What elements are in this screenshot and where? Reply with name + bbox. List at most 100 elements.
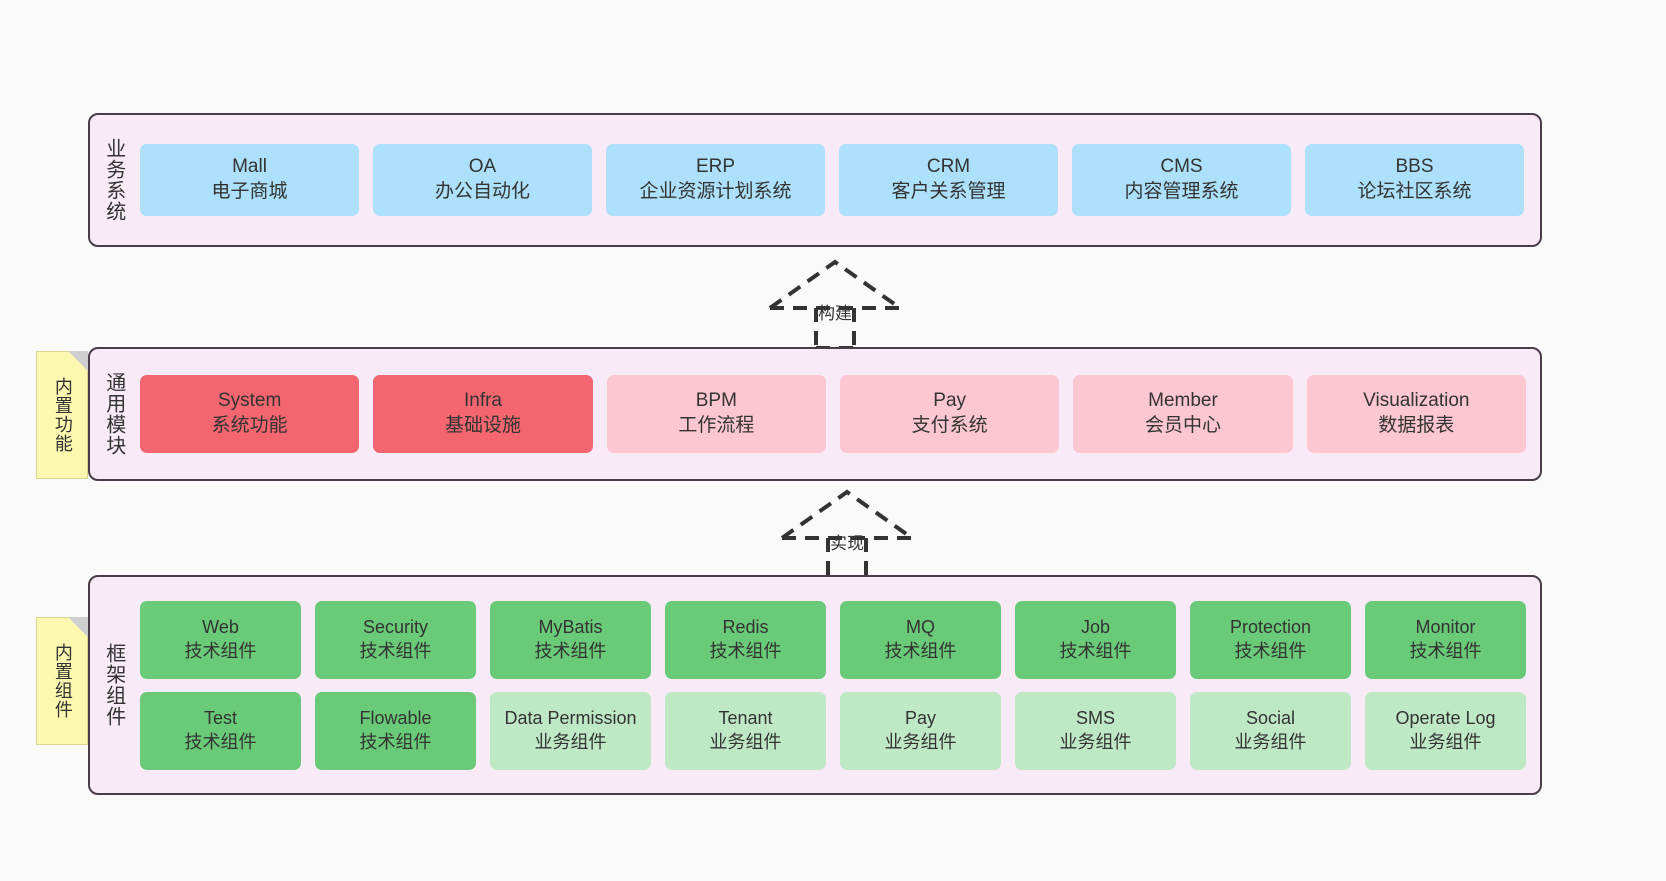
node-title: Security bbox=[362, 617, 429, 638]
node-subtitle: 技术组件 bbox=[884, 640, 957, 661]
node-tenant[interactable]: Tenant 业务组件 bbox=[665, 691, 826, 770]
node-subtitle: 业务组件 bbox=[1409, 731, 1482, 752]
node-subtitle: 技术组件 bbox=[1059, 640, 1132, 661]
layer-title-common-modules: 通用模块 bbox=[102, 372, 125, 456]
node-test[interactable]: Test 技术组件 bbox=[140, 691, 301, 770]
node-subtitle: 工作流程 bbox=[678, 415, 755, 436]
node-web[interactable]: Web 技术组件 bbox=[140, 600, 301, 679]
node-title: System bbox=[217, 390, 282, 412]
node-subtitle: 企业资源计划系统 bbox=[639, 181, 792, 202]
node-subtitle: 业务组件 bbox=[884, 731, 957, 752]
node-subtitle: 业务组件 bbox=[709, 731, 782, 752]
node-visualization[interactable]: Visualization 数据报表 bbox=[1306, 375, 1526, 453]
note-builtin-component: 内置组件 bbox=[36, 617, 88, 745]
node-title: Pay bbox=[904, 708, 937, 729]
node-title: Mall bbox=[232, 156, 267, 178]
node-subtitle: 技术组件 bbox=[359, 640, 432, 661]
node-title: Member bbox=[1148, 390, 1218, 412]
node-pay-business[interactable]: Pay 业务组件 bbox=[840, 691, 1001, 770]
note-label: 内置功能 bbox=[52, 377, 73, 453]
generalization-arrow-realize-icon: 实现 bbox=[772, 488, 922, 580]
node-title: BPM bbox=[695, 390, 737, 412]
layer-row: Web 技术组件 Security 技术组件 MyBatis 技术组件 Redi… bbox=[140, 600, 1526, 679]
node-pay[interactable]: Pay 支付系统 bbox=[839, 375, 1060, 453]
node-redis[interactable]: Redis 技术组件 bbox=[665, 600, 826, 679]
layer-common-modules: 通用模块 System 系统功能 Infra 基础设施 BPM 工作流程 Pay… bbox=[88, 347, 1542, 481]
node-subtitle: 电子商城 bbox=[211, 181, 288, 202]
node-infra[interactable]: Infra 基础设施 bbox=[373, 375, 593, 453]
node-subtitle: 基础设施 bbox=[444, 415, 521, 436]
layer-row: Test 技术组件 Flowable 技术组件 Data Permission … bbox=[140, 691, 1526, 770]
layer-row: System 系统功能 Infra 基础设施 BPM 工作流程 Pay 支付系统… bbox=[140, 375, 1526, 453]
node-title: Redis bbox=[722, 617, 769, 638]
node-subtitle: 技术组件 bbox=[1234, 640, 1307, 661]
node-subtitle: 支付系统 bbox=[911, 415, 988, 436]
node-title: MyBatis bbox=[538, 617, 603, 638]
node-title: BBS bbox=[1395, 156, 1434, 178]
node-subtitle: 业务组件 bbox=[1059, 731, 1132, 752]
layer-title-business-systems: 业务系统 bbox=[102, 138, 125, 222]
note-builtin-feature: 内置功能 bbox=[36, 351, 88, 479]
node-mall[interactable]: Mall 电子商城 bbox=[140, 144, 359, 216]
layer-business-systems: 业务系统 Mall 电子商城 OA 办公自动化 ERP 企业资源计划系统 CRM… bbox=[88, 113, 1542, 247]
node-title: Social bbox=[1245, 708, 1296, 729]
node-title: Flowable bbox=[359, 708, 432, 729]
node-title: Pay bbox=[933, 390, 967, 412]
layer-body-business-systems: Mall 电子商城 OA 办公自动化 ERP 企业资源计划系统 CRM 客户关系… bbox=[136, 115, 1540, 245]
node-subtitle: 技术组件 bbox=[184, 731, 257, 752]
node-title: Infra bbox=[463, 390, 502, 412]
node-title: CRM bbox=[926, 156, 971, 178]
layer-framework-components: 框架组件 Web 技术组件 Security 技术组件 MyBatis 技术组件… bbox=[88, 575, 1542, 795]
node-job[interactable]: Job 技术组件 bbox=[1015, 600, 1176, 679]
node-mq[interactable]: MQ 技术组件 bbox=[840, 600, 1001, 679]
node-title: Tenant bbox=[718, 708, 773, 729]
layer-body-common-modules: System 系统功能 Infra 基础设施 BPM 工作流程 Pay 支付系统… bbox=[136, 349, 1540, 479]
generalization-arrow-build-icon: 构建 bbox=[760, 258, 910, 350]
node-title: Test bbox=[203, 708, 237, 729]
node-subtitle: 技术组件 bbox=[359, 731, 432, 752]
node-subtitle: 数据报表 bbox=[1378, 415, 1455, 436]
node-title: Protection bbox=[1229, 617, 1312, 638]
node-subtitle: 技术组件 bbox=[184, 640, 257, 661]
node-protection[interactable]: Protection 技术组件 bbox=[1190, 600, 1351, 679]
layer-title-framework-components: 框架组件 bbox=[102, 643, 125, 727]
node-subtitle: 论坛社区系统 bbox=[1357, 181, 1472, 202]
node-operate-log[interactable]: Operate Log 业务组件 bbox=[1365, 691, 1526, 770]
node-member[interactable]: Member 会员中心 bbox=[1073, 375, 1293, 453]
node-social[interactable]: Social 业务组件 bbox=[1190, 691, 1351, 770]
node-title: OA bbox=[468, 156, 497, 178]
node-subtitle: 技术组件 bbox=[534, 640, 607, 661]
node-sms[interactable]: SMS 业务组件 bbox=[1015, 691, 1176, 770]
node-title: Job bbox=[1080, 617, 1111, 638]
node-cms[interactable]: CMS 内容管理系统 bbox=[1072, 144, 1291, 216]
node-oa[interactable]: OA 办公自动化 bbox=[373, 144, 592, 216]
node-subtitle: 技术组件 bbox=[709, 640, 782, 661]
node-title: Data Permission bbox=[504, 708, 637, 729]
arrow-label-build: 构建 bbox=[818, 304, 852, 323]
layer-row: Mall 电子商城 OA 办公自动化 ERP 企业资源计划系统 CRM 客户关系… bbox=[140, 144, 1524, 216]
node-system[interactable]: System 系统功能 bbox=[140, 375, 360, 453]
node-title: MQ bbox=[906, 617, 935, 638]
node-bbs[interactable]: BBS 论坛社区系统 bbox=[1305, 144, 1524, 216]
node-title: Monitor bbox=[1415, 617, 1476, 638]
node-flowable[interactable]: Flowable 技术组件 bbox=[315, 691, 476, 770]
node-subtitle: 业务组件 bbox=[1234, 731, 1307, 752]
node-erp[interactable]: ERP 企业资源计划系统 bbox=[606, 144, 825, 216]
node-data-permission[interactable]: Data Permission 业务组件 bbox=[490, 691, 651, 770]
node-crm[interactable]: CRM 客户关系管理 bbox=[839, 144, 1058, 216]
node-monitor[interactable]: Monitor 技术组件 bbox=[1365, 600, 1526, 679]
node-subtitle: 客户关系管理 bbox=[891, 181, 1006, 202]
node-subtitle: 系统功能 bbox=[211, 415, 288, 436]
note-label: 内置组件 bbox=[52, 643, 73, 719]
node-subtitle: 办公自动化 bbox=[434, 181, 530, 202]
node-title: CMS bbox=[1160, 156, 1203, 178]
node-title: Web bbox=[202, 617, 239, 638]
node-title: Operate Log bbox=[1395, 708, 1496, 729]
node-subtitle: 技术组件 bbox=[1409, 640, 1482, 661]
node-title: Visualization bbox=[1363, 390, 1470, 412]
node-title: SMS bbox=[1075, 708, 1115, 729]
node-subtitle: 会员中心 bbox=[1144, 415, 1221, 436]
node-mybatis[interactable]: MyBatis 技术组件 bbox=[490, 600, 651, 679]
node-bpm[interactable]: BPM 工作流程 bbox=[606, 375, 826, 453]
node-security[interactable]: Security 技术组件 bbox=[315, 600, 476, 679]
